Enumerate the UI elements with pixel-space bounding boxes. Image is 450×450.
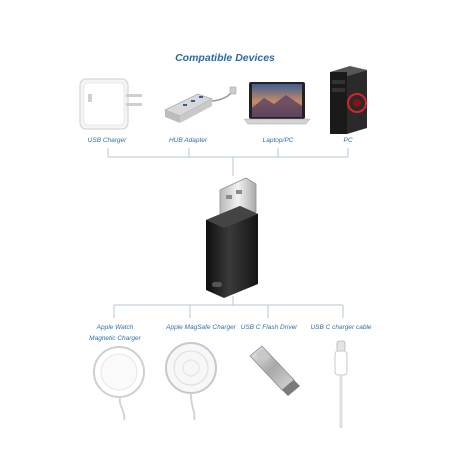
bottom-device-label-line2: Magnetic Charger bbox=[89, 335, 141, 342]
usb-hub-icon bbox=[164, 86, 237, 123]
usb-c-flash-drive-icon bbox=[249, 345, 300, 396]
page-title: Compatible Devices bbox=[175, 52, 275, 64]
bottom-device-label-line1: Apple Watch bbox=[96, 324, 134, 331]
top-device-label: Laptop/PC bbox=[262, 137, 294, 144]
desktop-pc-icon bbox=[330, 66, 367, 134]
bottom-device-label: USB C Flash Driver bbox=[240, 324, 298, 331]
magsafe-charger-icon bbox=[165, 342, 217, 421]
usb-charger-icon bbox=[79, 78, 142, 130]
top-device-label: HUB Adapter bbox=[168, 137, 208, 144]
laptop-icon bbox=[243, 82, 311, 125]
apple-watch-charger-icon bbox=[93, 346, 145, 421]
top-device-label: PC bbox=[343, 137, 353, 144]
bottom-device-label: USB C charger cable bbox=[310, 324, 372, 331]
top-device-label: USB Charger bbox=[87, 137, 127, 144]
usb-c-cable-icon bbox=[334, 340, 348, 428]
bottom-device-label: Apple Watch Magnetic Charger bbox=[89, 322, 141, 344]
bottom-device-label: Apple MagSafe Charger bbox=[166, 324, 236, 331]
